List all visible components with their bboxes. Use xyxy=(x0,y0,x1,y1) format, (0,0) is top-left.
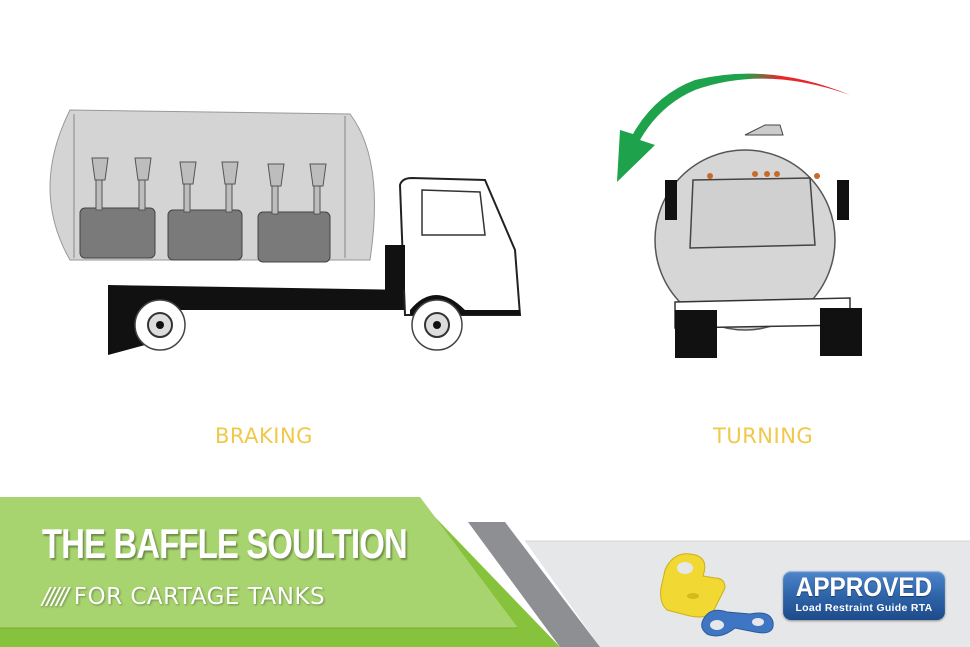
braking-illustration xyxy=(40,100,540,360)
tanker-rear-view-icon xyxy=(617,73,862,358)
banner-subtitle: /////FOR CARTAGE TANKS xyxy=(42,584,325,610)
baffle-product-icon xyxy=(660,553,774,637)
truck-side-view-icon xyxy=(49,109,522,355)
slashes-decoration: ///// xyxy=(42,584,69,610)
badge-title: APPROVED xyxy=(795,572,933,602)
braking-caption: BRAKING xyxy=(215,424,313,448)
badge-subtitle: Load Restraint Guide RTA xyxy=(795,602,933,614)
rotation-arrow-icon xyxy=(617,73,850,182)
banner-title: THE BAFFLE SOULTION xyxy=(42,520,408,567)
turning-illustration xyxy=(605,70,870,370)
banner-subtitle-text: FOR CARTAGE TANKS xyxy=(73,584,326,610)
approved-badge: APPROVED Load Restraint Guide RTA xyxy=(783,571,945,620)
turning-caption: TURNING xyxy=(713,424,814,448)
